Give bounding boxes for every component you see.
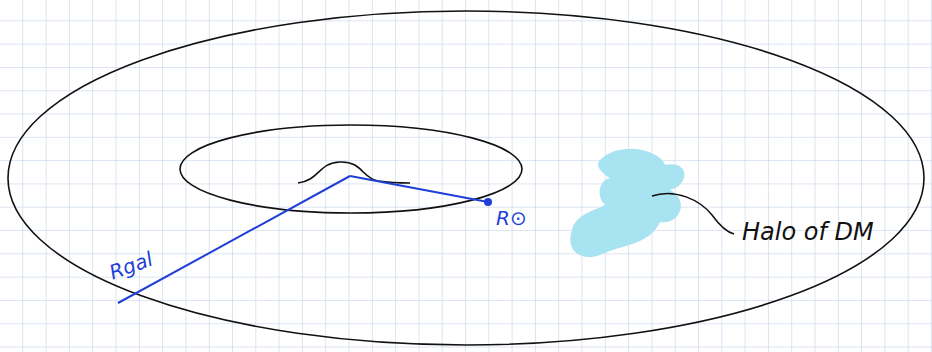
solar-radius-label: R⊙ [496, 206, 527, 230]
sun-position [484, 198, 492, 206]
galactic-disk-inner [180, 125, 522, 213]
galactic-bulge [298, 162, 410, 183]
galactic-disk-outer [8, 11, 924, 345]
halo-label: Halo of DM [742, 218, 874, 246]
solar-radius-line [350, 176, 488, 202]
halo-leader-line [652, 193, 734, 234]
galactic-radius-line [118, 176, 350, 303]
dark-matter-halo [570, 149, 684, 257]
